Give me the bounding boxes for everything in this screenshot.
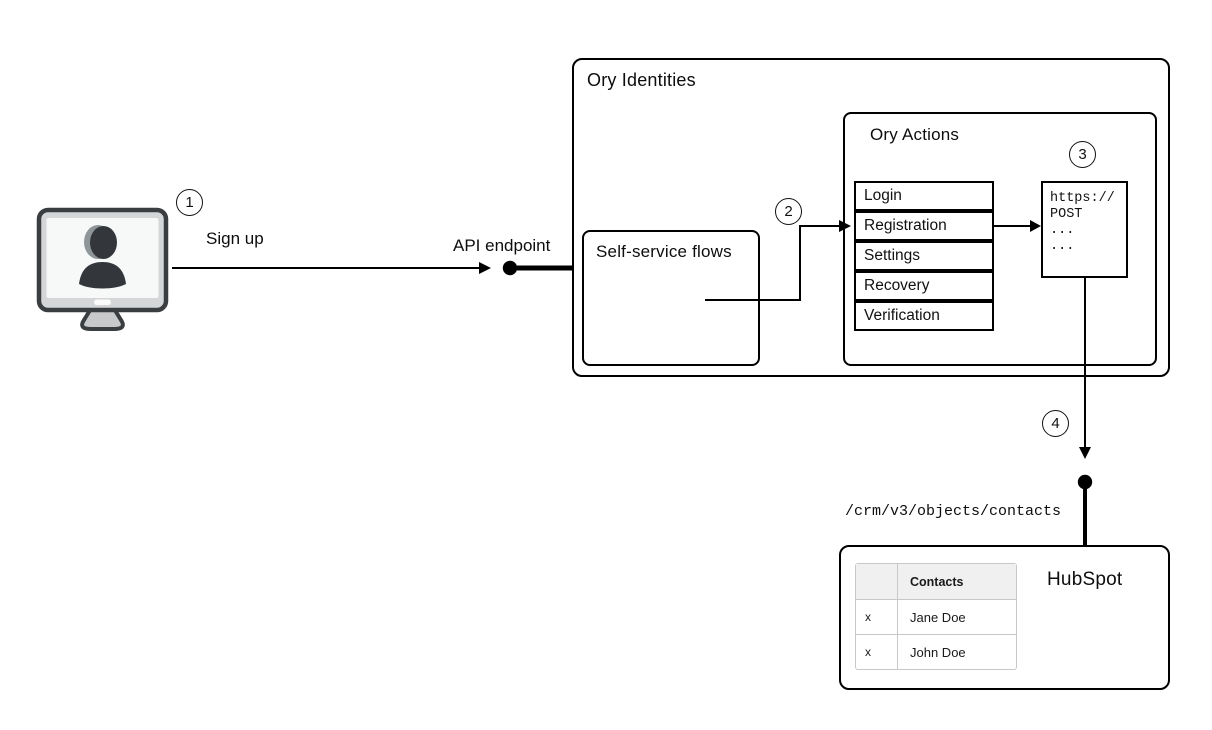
user-monitor-icon xyxy=(36,207,169,331)
api-endpoint-dot xyxy=(502,260,518,276)
hubspot-box: HubSpot xyxy=(839,545,1170,690)
flow-row-login: Login xyxy=(854,181,994,211)
check-cell: x xyxy=(856,600,898,634)
step-badge-3: 3 xyxy=(1069,141,1096,168)
step-badge-2: 2 xyxy=(775,198,802,225)
contacts-table: Contacts x Jane Doe x John Doe xyxy=(855,563,1017,670)
table-row: x Jane Doe xyxy=(856,599,1016,634)
flow-list: Login Registration Settings Recovery Ver… xyxy=(854,181,994,331)
api-endpoint-label: API endpoint xyxy=(453,236,551,255)
check-cell: x xyxy=(856,635,898,669)
webhook-code-box: https:// POST ... ... xyxy=(1041,181,1128,278)
silhouette-head xyxy=(90,226,117,259)
crm-path-label: /crm/v3/objects/contacts xyxy=(845,503,1062,520)
table-row: x John Doe xyxy=(856,634,1016,669)
selfservice-to-registration-line xyxy=(705,225,839,301)
down-arrowhead xyxy=(1079,447,1091,459)
self-service-box: Self-service flows xyxy=(582,230,760,366)
webhook-arrowhead xyxy=(1030,220,1041,232)
hubspot-endpoint-dot xyxy=(1077,474,1093,490)
hubspot-title: HubSpot xyxy=(1047,569,1123,590)
ory-actions-title: Ory Actions xyxy=(870,125,960,144)
table-header-row: Contacts xyxy=(856,564,1016,599)
header-contacts-cell: Contacts xyxy=(910,574,964,589)
ory-identities-title: Ory Identities xyxy=(587,70,696,90)
selfservice-arrowhead xyxy=(839,220,851,232)
signup-label: Sign up xyxy=(206,229,264,248)
step-badge-4: 4 xyxy=(1042,410,1069,437)
code-line: https:// xyxy=(1050,191,1115,206)
code-line: POST xyxy=(1050,207,1083,222)
code-line: ... xyxy=(1050,223,1075,238)
header-check-cell xyxy=(856,564,898,599)
self-service-title: Self-service flows xyxy=(596,242,732,261)
ory-identities-box: Ory Identities xyxy=(572,58,1170,377)
flow-row-recovery: Recovery xyxy=(854,271,994,301)
flow-row-verification: Verification xyxy=(854,301,994,331)
flow-row-settings: Settings xyxy=(854,241,994,271)
name-cell: John Doe xyxy=(910,644,966,660)
code-line: ... xyxy=(1050,239,1075,254)
step-badge-1: 1 xyxy=(176,189,203,216)
signup-arrowhead xyxy=(479,262,491,274)
ory-actions-box: Ory Actions xyxy=(843,112,1157,366)
monitor-notch xyxy=(94,299,111,305)
monitor-stand xyxy=(80,305,125,331)
flow-row-registration: Registration xyxy=(854,211,994,241)
silhouette-shoulders xyxy=(79,262,126,289)
name-cell: Jane Doe xyxy=(910,609,966,625)
